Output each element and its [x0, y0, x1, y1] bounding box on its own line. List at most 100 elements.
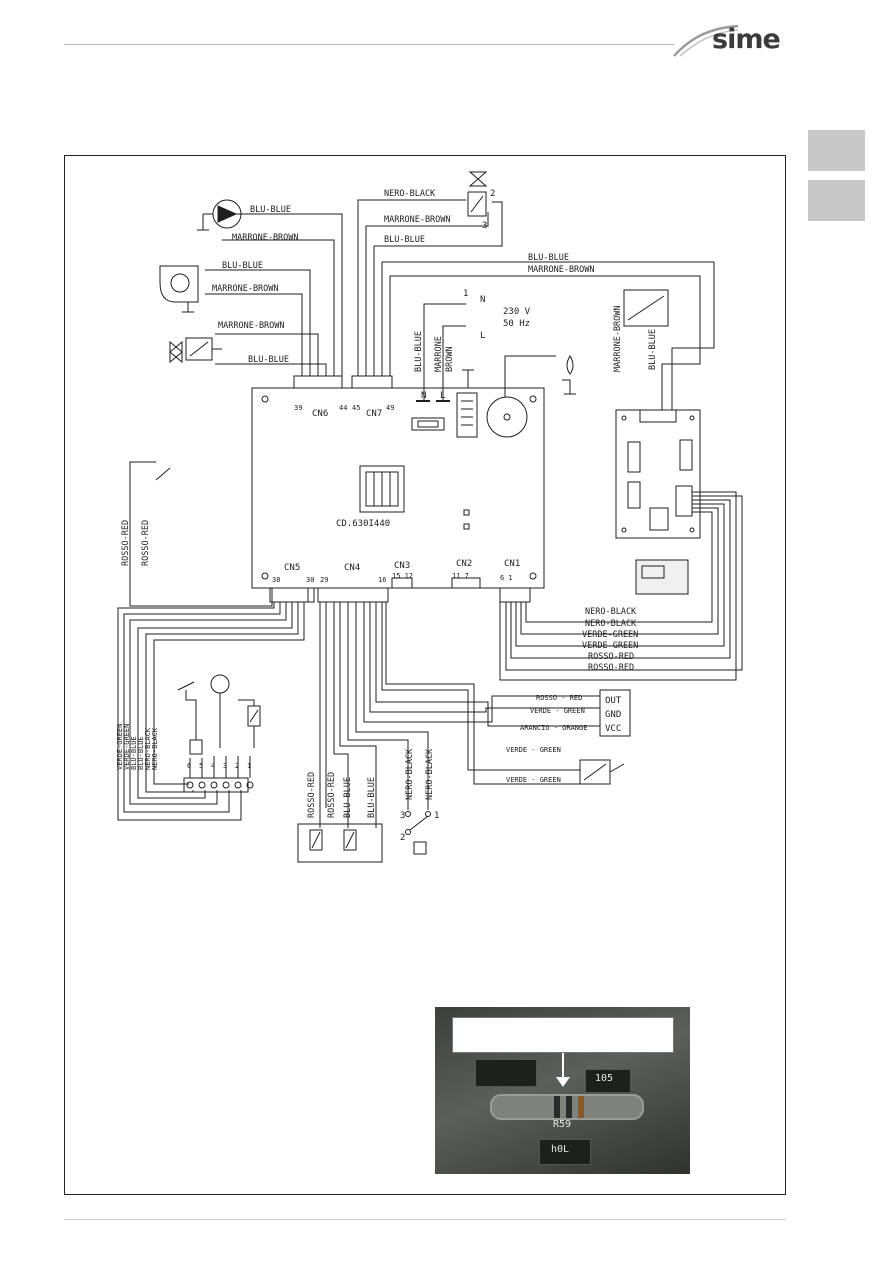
supply-frequency: 50 Hz	[503, 319, 530, 329]
cn3-label: CN3	[394, 561, 410, 571]
terminal-1: 1	[247, 762, 251, 770]
cn6-pin-a: 39	[294, 404, 302, 412]
terminal-3: 3	[223, 762, 227, 770]
sensor-out: OUT	[605, 696, 622, 706]
wire-label-marrone: MARRONE	[434, 336, 444, 372]
supply-voltage: 230 V	[503, 307, 531, 317]
wire-label-brown: BROWN	[445, 346, 455, 372]
vpin-3: 3	[482, 221, 487, 231]
wire-label-blu: BLU-BLUE	[528, 253, 569, 263]
wire-label-rosso: ROSSO-RED	[588, 663, 634, 673]
room-thermostat	[635, 559, 689, 595]
wire-label-verde: VERDE - GREEN	[530, 707, 585, 715]
wire-label-marrone: MARRONE-BROWN	[212, 284, 279, 294]
brand-logo: sime	[712, 24, 781, 55]
wire-label-verde: VERDE-GREEN	[116, 724, 124, 770]
photo-label: 105	[595, 1073, 614, 1084]
board-code: CD.630I440	[336, 519, 390, 529]
wire-label-nero: NERO-BLACK	[405, 748, 415, 800]
wire-label-nero: NERO-BLACK	[585, 607, 637, 617]
vpin-1: 1	[463, 289, 468, 299]
three-way-valve	[467, 191, 487, 217]
photo-caption-box	[452, 1017, 674, 1053]
sime-logo-swoosh	[673, 24, 739, 57]
cn1-pins: 6 1	[500, 574, 513, 582]
temperature-probe	[210, 674, 230, 694]
board-l: L	[440, 391, 445, 401]
wire-label-blu: BLU-BLUE	[343, 777, 353, 818]
wire-label-nero: NERO-BLACK	[144, 727, 152, 770]
flow-switch	[297, 823, 383, 863]
wire-label-marrone: MARRONE-BROWN	[384, 215, 451, 225]
ignition-transformer	[486, 396, 528, 438]
interface-board	[615, 409, 701, 539]
wire-label-blu: BLU-BLUE	[130, 736, 138, 770]
sensor-gnd: GND	[605, 710, 621, 720]
terminal-block	[183, 777, 249, 793]
arrow-icon	[562, 1053, 564, 1079]
wire-label-rosso: ROSSO - RED	[536, 694, 582, 702]
wire-label-blu: BLU-BLUE	[137, 736, 145, 770]
terminal-2: 2	[235, 762, 239, 770]
pressure-switch	[413, 841, 427, 855]
section-tab[interactable]	[808, 130, 865, 171]
wire-label-blu: BLU-BLUE	[250, 205, 291, 215]
cn4-connector	[317, 587, 389, 603]
cn6-connector	[293, 375, 343, 389]
resistor-r59	[490, 1094, 644, 1120]
cn2-label: CN2	[456, 559, 472, 569]
wire-label-blu: BLU-BLUE	[367, 777, 377, 818]
cn4-label: CN4	[344, 563, 360, 573]
board-detail-photo: 105 R59 h0L	[435, 1007, 690, 1174]
cn5-pin-b: 30	[306, 576, 314, 584]
flame-icon	[566, 355, 574, 375]
wire-label-blu: BLU-BLUE	[648, 329, 658, 370]
cn7-connector	[351, 375, 393, 389]
header-rule	[64, 44, 674, 45]
switch-pin-1: 1	[434, 811, 439, 821]
cn4-pin-b: 16	[378, 576, 386, 584]
cn6-label: CN6	[312, 409, 328, 419]
wire-label-blu: BLU-BLUE	[414, 331, 424, 372]
cn2-connector	[451, 577, 481, 589]
board-n: N	[421, 391, 426, 401]
fuse	[411, 417, 445, 431]
wire-label-rosso: ROSSO-RED	[141, 520, 151, 566]
wire-label-marrone: MARRONE-BROWN	[528, 265, 595, 275]
wire-label-marrone: MARRONE-BROWN	[218, 321, 285, 331]
photo-label: h0L	[551, 1144, 570, 1155]
cn2-pins: 11 7	[452, 572, 469, 580]
section-tab[interactable]	[808, 180, 865, 221]
cn7-pin-a: 45	[352, 404, 360, 412]
wire-label-nero: NERO-BLACK	[425, 748, 435, 800]
cn7-label: CN7	[366, 409, 382, 419]
wire-label-verde: VERDE - GREEN	[506, 746, 561, 754]
footer-rule	[64, 1219, 786, 1220]
cn5-label: CN5	[284, 563, 300, 573]
wire-label-rosso: ROSSO-RED	[588, 652, 634, 662]
terminal-5: 5	[199, 762, 203, 770]
wire-label-blu: BLU-BLUE	[222, 261, 263, 271]
wire-label-arancio: ARANCIO - ORANGE	[520, 724, 587, 732]
cn1-connector	[499, 587, 531, 603]
cn5-pin-a: 38	[272, 576, 280, 584]
wire-label-nero: NERO-BLACK	[384, 189, 436, 199]
vpin-2: 2	[490, 189, 495, 199]
arrow-head-icon	[556, 1077, 570, 1087]
wire-label-rosso: ROSSO-RED	[327, 772, 337, 818]
wire-label-blu: BLU-BLUE	[384, 235, 425, 245]
sensor-vcc: VCC	[605, 724, 621, 734]
wire-label-nero: NERO-BLACK	[585, 619, 637, 629]
terminal-4: 4	[211, 762, 215, 770]
fan-symbol	[159, 265, 199, 303]
switch-pin-2: 2	[400, 833, 405, 843]
wire-label-rosso: ROSSO-RED	[121, 520, 131, 566]
wire-label-verde: VERDE-GREEN	[582, 630, 638, 640]
cn4-pin-a: 29	[320, 576, 328, 584]
cn3-pins: 15 12	[392, 572, 413, 580]
transformer	[359, 465, 405, 513]
component	[475, 1059, 537, 1087]
wire-label-marrone: MARRONE-BROWN	[613, 305, 623, 372]
photo-label: R59	[553, 1119, 572, 1130]
gas-valve	[623, 289, 669, 327]
